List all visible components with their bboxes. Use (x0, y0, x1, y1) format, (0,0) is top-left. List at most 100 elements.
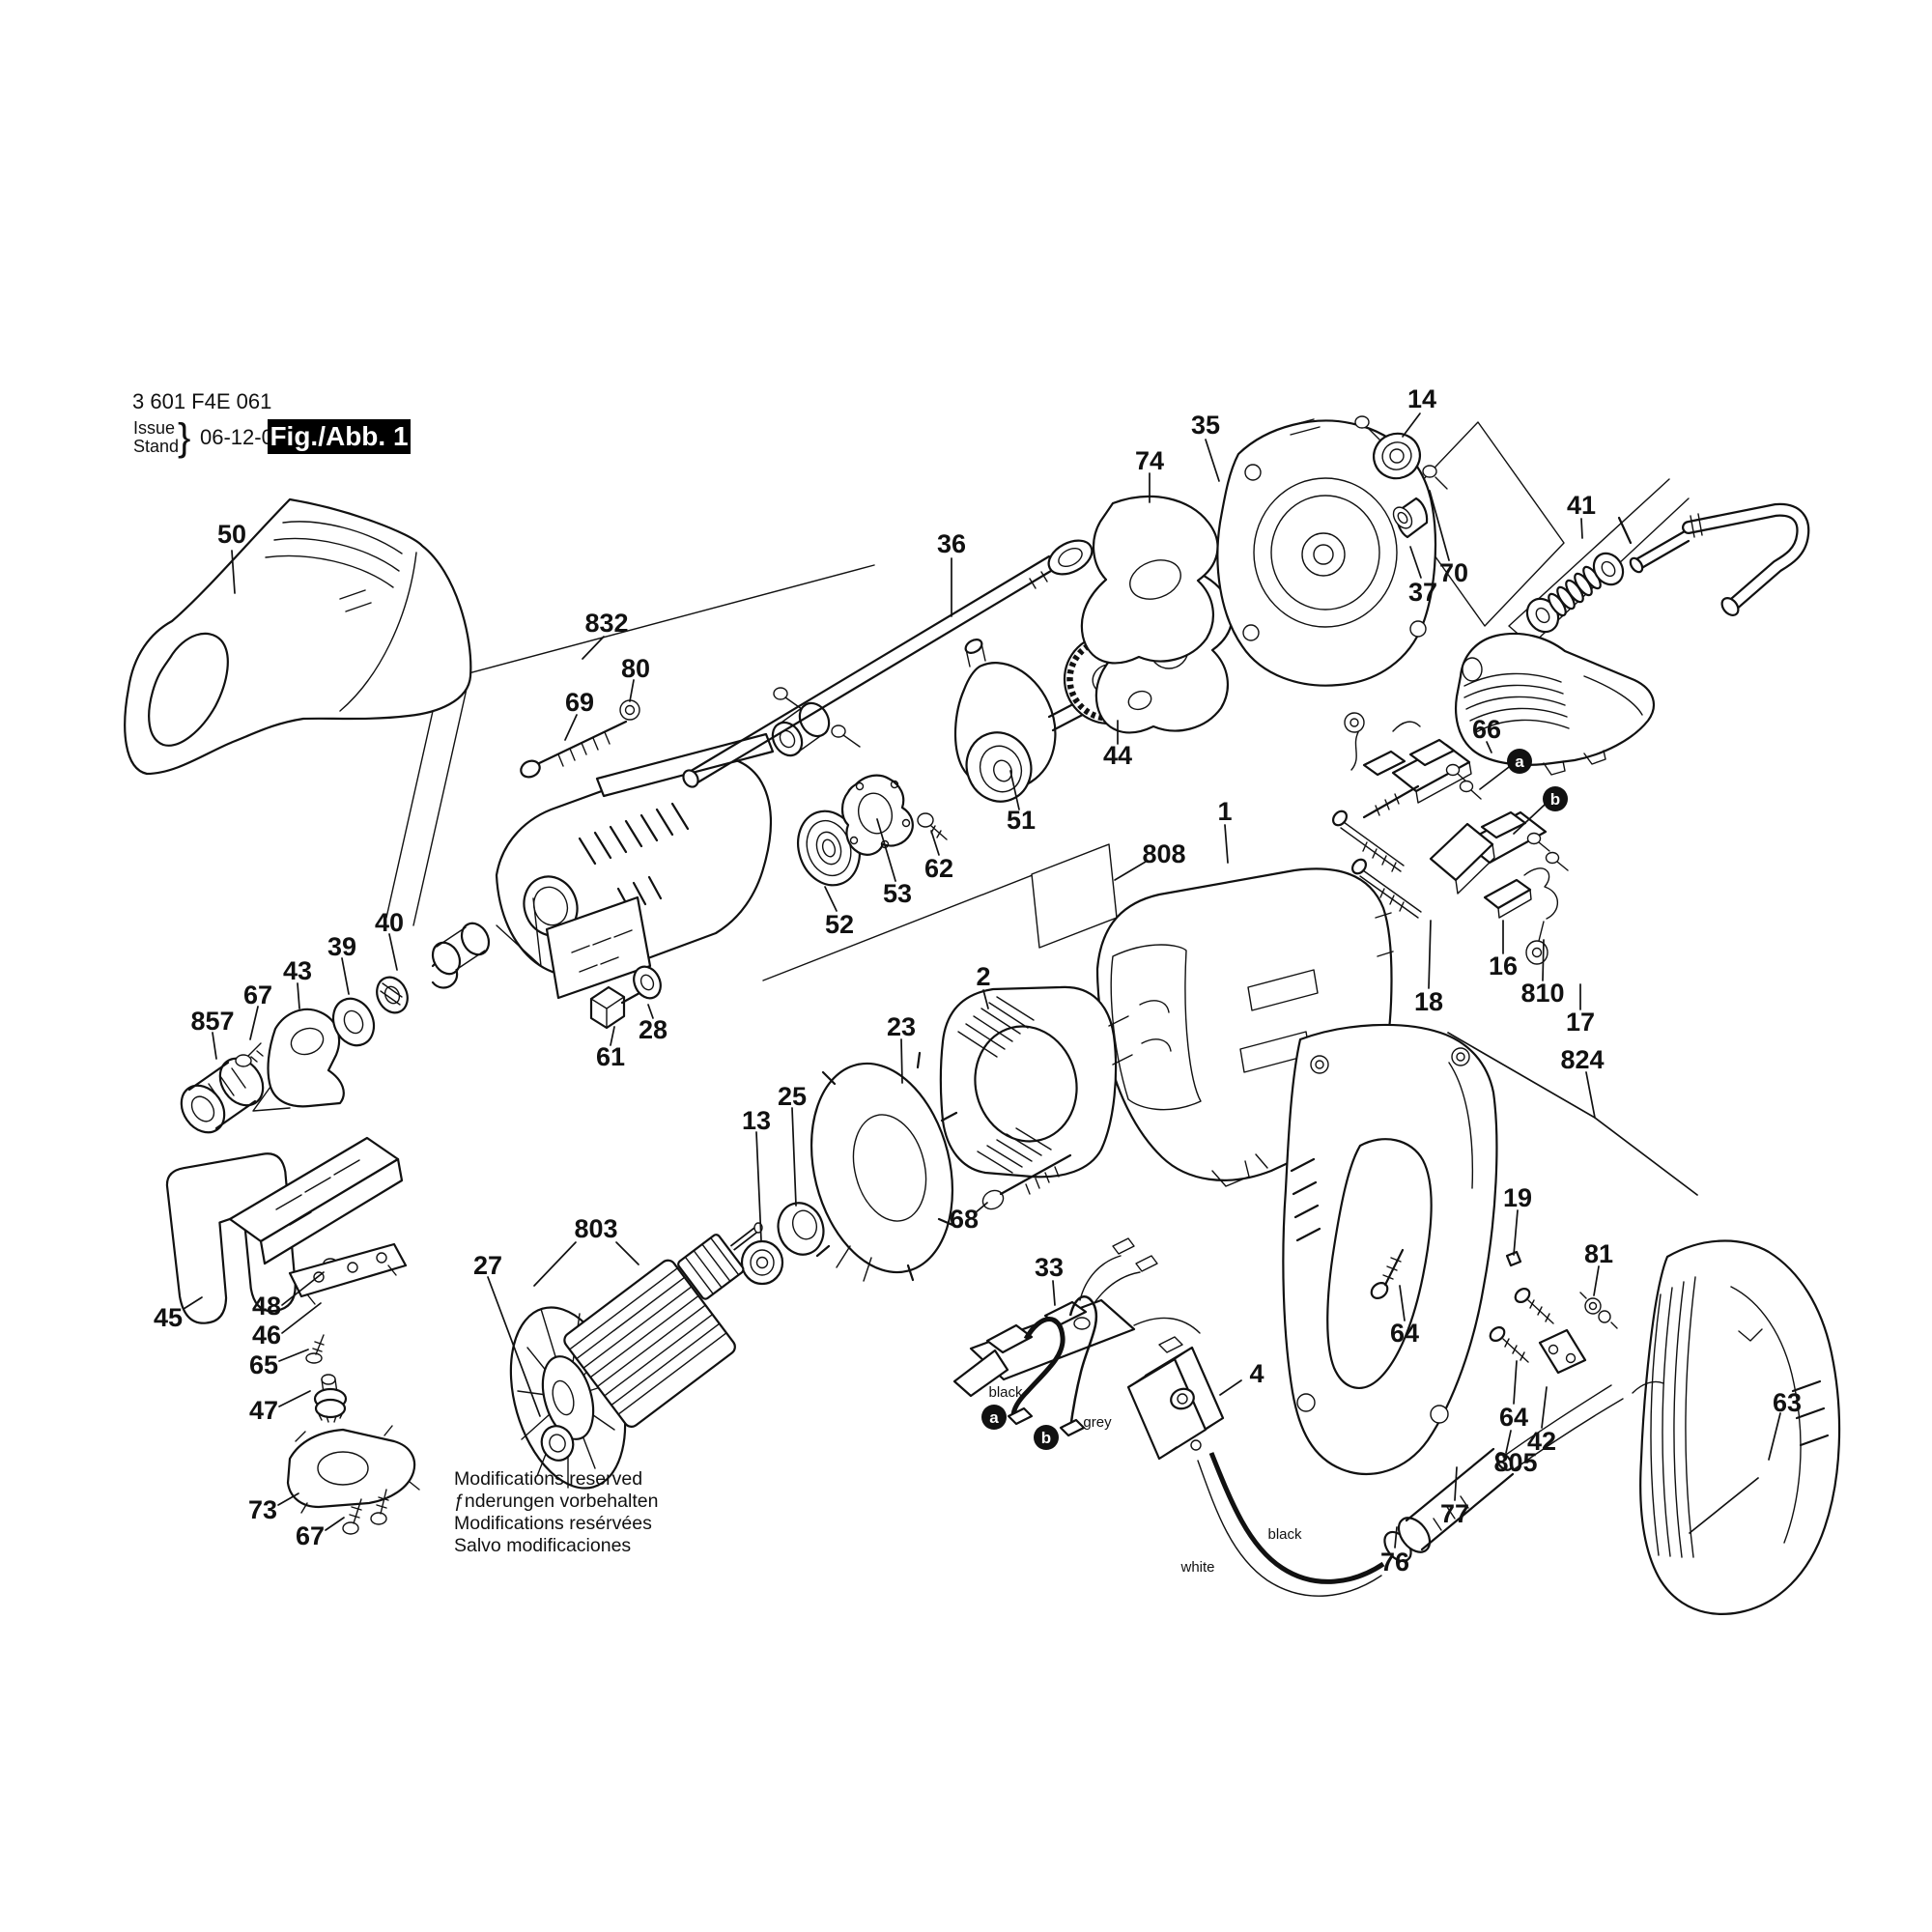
leader-line (1513, 1360, 1518, 1405)
leader-line (791, 1107, 797, 1207)
shoe-assembly-drawing (165, 1152, 297, 1324)
ring-25-drawing (777, 1202, 825, 1256)
leader-line (1219, 1379, 1242, 1396)
leader-line (824, 886, 838, 912)
brush-holder-a-drawing (1344, 712, 1482, 819)
leader-line (281, 1271, 325, 1306)
leader-line (1513, 1209, 1519, 1256)
part-label-1: 1 (1217, 797, 1232, 826)
cord-drawing (1197, 1384, 1624, 1597)
leader-line (930, 830, 940, 856)
leader-line (1205, 439, 1220, 482)
part-label-41: 41 (1567, 491, 1596, 520)
part-label-76: 76 (1380, 1548, 1409, 1577)
leader-line (1513, 804, 1546, 835)
part-label-35: 35 (1191, 411, 1220, 440)
part-label-74: 74 (1135, 446, 1164, 475)
leader-line (1768, 1412, 1781, 1461)
part-label-52: 52 (825, 910, 854, 939)
circled-label-letter: a (989, 1408, 999, 1427)
part-label-73: 73 (248, 1495, 277, 1524)
part-label-808: 808 (1142, 839, 1185, 868)
leader-line (1394, 1526, 1398, 1548)
leader-line (1689, 1477, 1759, 1534)
wire-color-label-black: black (1267, 1526, 1302, 1543)
part-label-64: 64 (1390, 1319, 1419, 1348)
circled-label-a: a (1507, 749, 1532, 774)
artwork (124, 415, 1841, 1615)
part-label-77: 77 (1440, 1499, 1469, 1528)
leader-line (610, 1026, 615, 1046)
wobble-rod-drawing (682, 539, 1094, 788)
leader-line (278, 1390, 311, 1407)
leader-line (1224, 824, 1229, 864)
leader-line (297, 982, 300, 1009)
circled-label-letter: a (1515, 753, 1524, 771)
leader-line (341, 957, 350, 995)
part-label-50: 50 (217, 520, 246, 549)
leader-line (1542, 939, 1545, 981)
part-label-857: 857 (190, 1007, 234, 1036)
crank-drawing (953, 639, 1118, 803)
leader-line (1402, 412, 1421, 438)
leader-line (1594, 1117, 1698, 1196)
circled-label-disc (1543, 786, 1568, 811)
part-label-44: 44 (1103, 741, 1132, 770)
part-label-64: 64 (1499, 1403, 1528, 1432)
part-label-824: 824 (1560, 1045, 1604, 1074)
counterweight-drawing (1080, 495, 1234, 734)
part-label-13: 13 (742, 1106, 771, 1135)
knob-47-drawing (313, 1374, 348, 1423)
bearing-13-drawing (740, 1239, 784, 1286)
circled-label-letter: b (1550, 790, 1560, 809)
part-label-39: 39 (327, 932, 356, 961)
leader-line (487, 1276, 541, 1417)
washer-80-drawing (619, 699, 640, 721)
circled-label-disc (981, 1405, 1007, 1430)
part-label-2: 2 (976, 962, 990, 991)
leader-line (1052, 1280, 1056, 1306)
baffle-drawing (810, 1051, 958, 1282)
circled-label-b: b (1034, 1425, 1059, 1450)
leader-line (183, 1296, 203, 1310)
part-label-40: 40 (375, 908, 404, 937)
part-label-14: 14 (1407, 384, 1436, 413)
part-label-27: 27 (473, 1251, 502, 1280)
leader-line (1479, 766, 1510, 790)
end-housing-drawing (1216, 418, 1437, 687)
figure-label: Fig./Abb. 1 (270, 421, 408, 451)
leader-lines (183, 412, 1781, 1548)
part-label-65: 65 (249, 1350, 278, 1379)
leader-line (231, 550, 236, 594)
leader-line (1399, 1285, 1406, 1321)
leader-line (1409, 546, 1422, 579)
leader-line (974, 1202, 988, 1214)
part-label-19: 19 (1503, 1183, 1532, 1212)
screw-67a-drawing (235, 1042, 264, 1067)
leader-line (582, 636, 605, 660)
part-label-68: 68 (950, 1205, 979, 1234)
part-label-18: 18 (1414, 987, 1443, 1016)
bolt-61-drawing (589, 985, 641, 1030)
part-label-43: 43 (283, 956, 312, 985)
flange-53-drawing (840, 774, 914, 856)
armature-drawing (509, 1222, 763, 1490)
part-label-23: 23 (887, 1012, 916, 1041)
circled-label-disc (1034, 1425, 1059, 1450)
issue-word-de: Stand (133, 437, 179, 456)
roller-37-drawing (1392, 497, 1429, 539)
base-73-drawing (286, 1425, 420, 1514)
washer-39-drawing (331, 997, 376, 1047)
handle-bar-drawing (1525, 502, 1810, 634)
leader-line (1593, 1265, 1600, 1296)
screw-69-drawing (520, 720, 628, 779)
screws-67b-drawing (342, 1489, 389, 1535)
leader-line (388, 933, 398, 971)
leader-line (1009, 770, 1020, 810)
part-label-48: 48 (252, 1292, 281, 1321)
type-number: 3 601 F4E 061 (132, 389, 271, 413)
part-label-51: 51 (1007, 806, 1036, 835)
leader-line (281, 1302, 322, 1334)
